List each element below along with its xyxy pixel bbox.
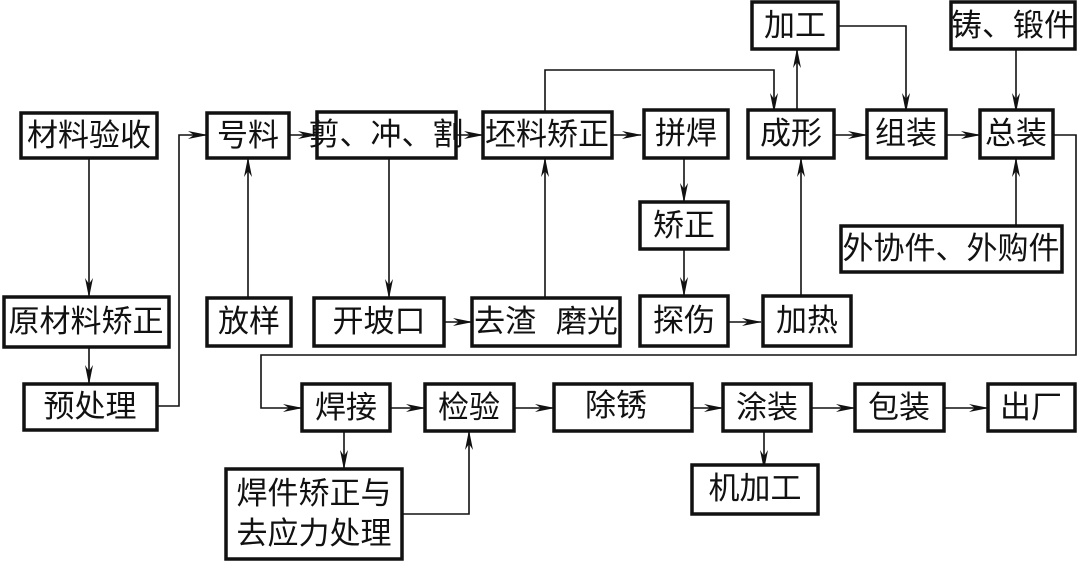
node-label: 去渣 磨光 (474, 304, 618, 340)
node-lofting: 放样 (205, 296, 293, 348)
node-machining-top: 加工 (750, 0, 840, 51)
node-coating: 涂装 (721, 382, 813, 433)
node-label: 剪、冲、割 (309, 117, 464, 153)
node-label: 除锈 (585, 388, 647, 424)
node-deslag-polish: 去渣 磨光 (470, 296, 622, 348)
node-label: 矫正 (653, 208, 715, 244)
node-label: 材料验收 (27, 118, 151, 154)
node-machining-bottom: 机加工 (690, 463, 820, 516)
edge-pretreat-to-marking (157, 131, 208, 407)
edges (85, 25, 1077, 515)
node-label: 加热 (776, 303, 838, 339)
node-label: 坯料矫正 (485, 117, 609, 153)
node-pretreatment: 预处理 (22, 382, 159, 432)
node-label: 总装 (985, 116, 1047, 152)
node-label: 探伤 (653, 303, 715, 339)
node-label: 铸、锻件 (951, 8, 1075, 44)
edge-machining-to-sub-assembly (838, 25, 910, 113)
edge-stress-relief-to-inspection (402, 430, 473, 515)
node-rust-removal: 除锈 (552, 382, 694, 433)
node-raw-material-straightening: 原材料矫正 (2, 295, 171, 349)
node-blank-straightening: 坯料矫正 (481, 110, 614, 160)
node-label-line-1: 焊件矫正与 (237, 476, 392, 512)
node-shear-punch-cut: 剪、冲、割 (309, 110, 464, 160)
node-castings-forgings: 铸、锻件 (949, 0, 1077, 51)
edge-blank-straighten-to-forming (544, 69, 778, 113)
node-packaging: 包装 (853, 382, 946, 433)
node-label: 拼焊 (655, 116, 717, 152)
node-heating: 加热 (761, 294, 853, 348)
node-label: 检验 (438, 390, 500, 426)
node-material-acceptance: 材料验收 (19, 111, 159, 160)
node-sub-assembly: 组装 (865, 108, 948, 160)
node-flaw-detection: 探伤 (638, 294, 730, 348)
node-label: 出厂 (1000, 390, 1062, 426)
node-weld-straighten-stress-relief: 焊件矫正与 去应力处理 (224, 467, 404, 561)
node-label: 原材料矫正 (9, 304, 164, 340)
node-forming: 成形 (746, 108, 836, 160)
node-straightening: 矫正 (638, 200, 730, 251)
node-outsourced-parts: 外协件、外购件 (839, 224, 1064, 274)
node-label: 涂装 (736, 390, 798, 426)
node-label: 预处理 (44, 389, 137, 425)
node-label: 号料 (217, 118, 279, 154)
node-label: 包装 (868, 390, 930, 426)
node-inspection: 检验 (423, 382, 516, 433)
node-leave-factory: 出厂 (986, 382, 1077, 433)
node-label: 加工 (764, 8, 826, 44)
node-welding: 焊接 (300, 382, 392, 433)
node-label: 放样 (218, 304, 280, 340)
node-label-line-2: 去应力处理 (237, 516, 392, 552)
node-label: 开坡口 (333, 304, 426, 340)
node-final-assembly: 总装 (978, 108, 1055, 160)
edge-final-to-welding (260, 134, 1077, 412)
node-label: 机加工 (709, 471, 802, 507)
node-beveling: 开坡口 (312, 296, 446, 348)
node-splice-welding: 拼焊 (642, 108, 730, 160)
node-label: 焊接 (315, 390, 377, 426)
node-marking: 号料 (205, 111, 291, 160)
node-label: 组装 (875, 116, 937, 152)
node-label: 成形 (760, 116, 822, 152)
node-label: 外协件、外购件 (843, 231, 1060, 267)
